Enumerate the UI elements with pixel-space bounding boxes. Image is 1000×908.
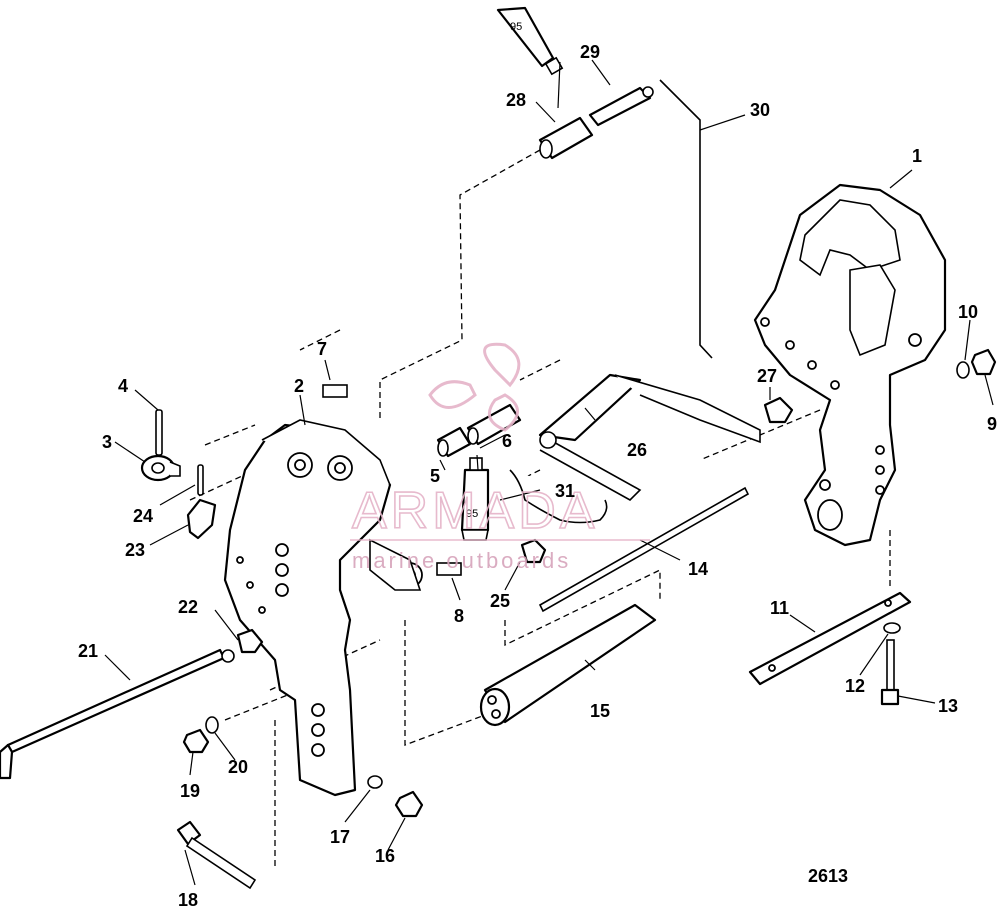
callout-14: 14 <box>688 559 708 579</box>
rod-part-30 <box>659 79 713 359</box>
nut-part-27 <box>763 396 794 424</box>
nut-part-25 <box>520 538 547 564</box>
callout-12: 12 <box>845 676 865 696</box>
callout-1: 1 <box>912 146 922 166</box>
callout-9: 9 <box>987 414 997 434</box>
callout-labels: 1 2 3 4 5 6 7 8 9 10 11 12 13 14 15 16 1… <box>78 42 997 908</box>
bar-part-11 <box>748 591 912 686</box>
callout-16: 16 <box>375 846 395 866</box>
pin-part-4 <box>155 409 163 456</box>
decal-part-7 <box>322 384 348 398</box>
washer-part-17 <box>367 775 383 789</box>
callout-6: 6 <box>502 431 512 451</box>
callout-3: 3 <box>102 432 112 452</box>
callout-5: 5 <box>430 466 440 486</box>
callout-23: 23 <box>125 540 145 560</box>
nut-part-19 <box>182 728 210 754</box>
callout-30: 30 <box>750 100 770 120</box>
pin-part-29 <box>588 86 654 127</box>
watermark-tagline: marine outboards <box>352 548 571 573</box>
washer-part-20 <box>205 716 219 734</box>
callout-4: 4 <box>118 376 128 396</box>
callout-26: 26 <box>627 440 647 460</box>
watermark-logo: ARMADA marine outboards <box>350 342 650 573</box>
lever-assembly-part-26 <box>538 373 761 501</box>
callout-28: 28 <box>506 90 526 110</box>
lever-part-23 <box>186 498 217 540</box>
callout-29: 29 <box>580 42 600 62</box>
callout-8: 8 <box>454 606 464 626</box>
washer-part-10 <box>956 361 970 379</box>
sleeve-part-5 <box>436 426 472 458</box>
figure-number: 2613 <box>808 866 848 886</box>
nut-part-9 <box>970 348 997 376</box>
watermark-brand: ARMADA <box>352 482 598 540</box>
callout-10: 10 <box>958 302 978 322</box>
bolt-part-18 <box>176 820 257 890</box>
callout-25: 25 <box>490 591 510 611</box>
decal-part-8 <box>436 562 462 576</box>
callout-11: 11 <box>770 598 789 618</box>
nut-part-16 <box>394 790 424 818</box>
lubricant-tube-lower: 95 <box>460 457 490 541</box>
bolt-part-13 <box>880 639 900 706</box>
transom-bracket-left <box>223 419 423 797</box>
callout-17: 17 <box>330 827 350 847</box>
rod-part-21 <box>0 648 235 780</box>
lubricant-tube-upper: 95 <box>496 6 564 76</box>
callout-27: 27 <box>757 366 777 386</box>
lubricant-code-upper: 95 <box>510 21 522 33</box>
knob-part-3 <box>140 454 181 482</box>
callout-18: 18 <box>178 890 198 908</box>
washer-part-12 <box>883 622 901 634</box>
callout-22: 22 <box>178 597 198 617</box>
tube-part-15 <box>479 603 657 727</box>
nut-part-22 <box>236 628 264 654</box>
callout-24: 24 <box>133 506 153 526</box>
callout-20: 20 <box>228 757 248 777</box>
callout-19: 19 <box>180 781 200 801</box>
lubricant-code-lower: 95 <box>466 508 478 520</box>
callout-7: 7 <box>317 339 327 359</box>
bushing-part-28 <box>538 116 594 160</box>
leader-lines <box>104 59 994 886</box>
transom-bracket-right <box>753 183 947 547</box>
threaded-rod-part-14 <box>538 486 750 613</box>
callout-13: 13 <box>938 696 958 716</box>
callout-31: 31 <box>555 481 575 501</box>
callout-21: 21 <box>78 641 98 661</box>
pin-part-24 <box>197 464 204 496</box>
spring-part-31 <box>509 469 608 524</box>
callout-15: 15 <box>590 701 610 721</box>
callout-2: 2 <box>294 376 304 396</box>
